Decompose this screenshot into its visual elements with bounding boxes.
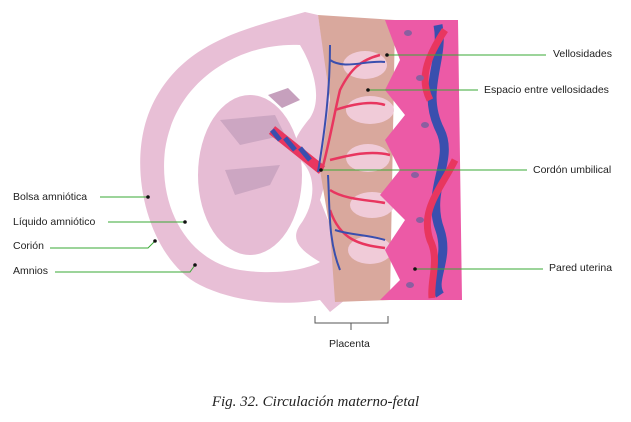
label-bolsa-amniotica: Bolsa amniótica — [13, 191, 88, 203]
maternal-artery — [421, 28, 459, 299]
fetus-head-detail — [268, 88, 300, 108]
maternal-vein — [427, 24, 449, 298]
leader-lines — [50, 54, 546, 273]
label-corion: Corión — [13, 240, 44, 252]
label-vellosidades: Vellosidades — [553, 48, 612, 60]
label-liquido-amniotico: Líquido amniótico — [13, 216, 96, 228]
label-pared-uterina: Pared uterina — [549, 262, 613, 274]
label-amnios: Amnios — [13, 265, 49, 277]
figure-caption: Fig. 32. Circulación materno-fetal — [211, 394, 420, 410]
label-placenta: Placenta — [329, 338, 370, 350]
fetus-limbs — [220, 115, 285, 195]
fetal-artery-tree — [320, 53, 391, 250]
cells — [404, 30, 429, 288]
label-espacio-entre-vellosidades: Espacio entre vellosidades — [484, 84, 609, 96]
umbilical-cord-vein — [270, 128, 312, 162]
label-cordon-umbilical: Cordón umbilical — [533, 164, 612, 176]
fetal-vein-tree — [317, 44, 386, 271]
leader-dots — [146, 53, 417, 271]
placenta-bracket — [314, 316, 389, 324]
